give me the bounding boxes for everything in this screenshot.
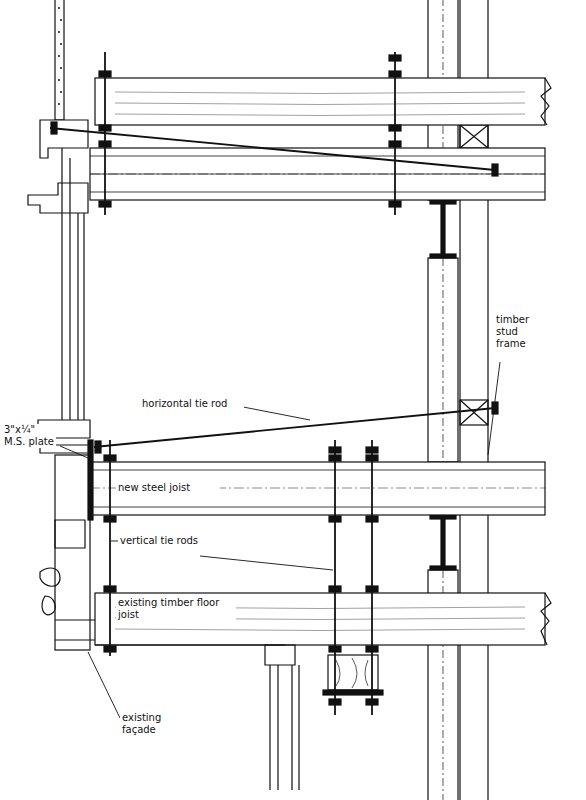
vertical-tie-rod (371, 440, 373, 715)
existing-facade (28, 0, 299, 790)
nut (366, 516, 378, 522)
nut (329, 646, 341, 652)
nut (389, 201, 401, 207)
part-label: existing façade (120, 712, 184, 736)
vertical-tie-rod (334, 440, 336, 715)
part-label: timber stud frame (494, 314, 544, 350)
wood-grain (115, 114, 525, 116)
masonry-texture (58, 7, 60, 9)
masonry-texture (60, 67, 62, 69)
nut (104, 646, 116, 652)
nut (329, 586, 341, 592)
nut (329, 455, 341, 461)
masonry-texture (60, 19, 62, 21)
nut (329, 447, 341, 453)
nut (104, 455, 116, 461)
nut (329, 516, 341, 522)
part-label: horizontal tie rod (140, 398, 244, 410)
masonry-texture (58, 31, 60, 33)
nut (99, 71, 111, 77)
nut (389, 125, 401, 131)
nut (366, 586, 378, 592)
nut (366, 699, 378, 705)
leader-lines (60, 362, 500, 718)
nut (104, 516, 116, 522)
nut (104, 586, 116, 592)
horizontal-tie-rod (50, 128, 495, 170)
nut (492, 164, 498, 176)
existing-timber-joist (95, 593, 551, 645)
wood-grain (115, 92, 525, 94)
masonry-texture (60, 91, 62, 93)
timber-block (323, 655, 383, 695)
nut (95, 441, 101, 453)
horizontal-tie-rod (94, 408, 495, 447)
masonry-texture (58, 103, 60, 105)
wood-grain (115, 629, 525, 631)
masonry-texture (58, 79, 60, 81)
masonry-texture (60, 43, 62, 45)
steel-joist (90, 148, 545, 515)
nut (329, 699, 341, 705)
part-label: 3"x¼" M.S. plate (2, 424, 56, 448)
nut (51, 122, 57, 134)
nut (99, 125, 111, 131)
nut (99, 141, 111, 147)
nut (99, 201, 111, 207)
nut (389, 55, 401, 61)
part-label: vertical tie rods (118, 535, 212, 547)
wood-grain (115, 103, 525, 105)
timber-joist (95, 78, 551, 125)
nut (366, 646, 378, 652)
nut (366, 447, 378, 453)
nut (366, 455, 378, 461)
vertical-tie-rod (109, 440, 111, 656)
nut (389, 71, 401, 77)
masonry-texture (58, 55, 60, 57)
nut (389, 141, 401, 147)
part-label: existing timber floor joist (116, 597, 236, 621)
tie-rods (50, 52, 498, 715)
part-label: new steel joist (116, 482, 220, 494)
